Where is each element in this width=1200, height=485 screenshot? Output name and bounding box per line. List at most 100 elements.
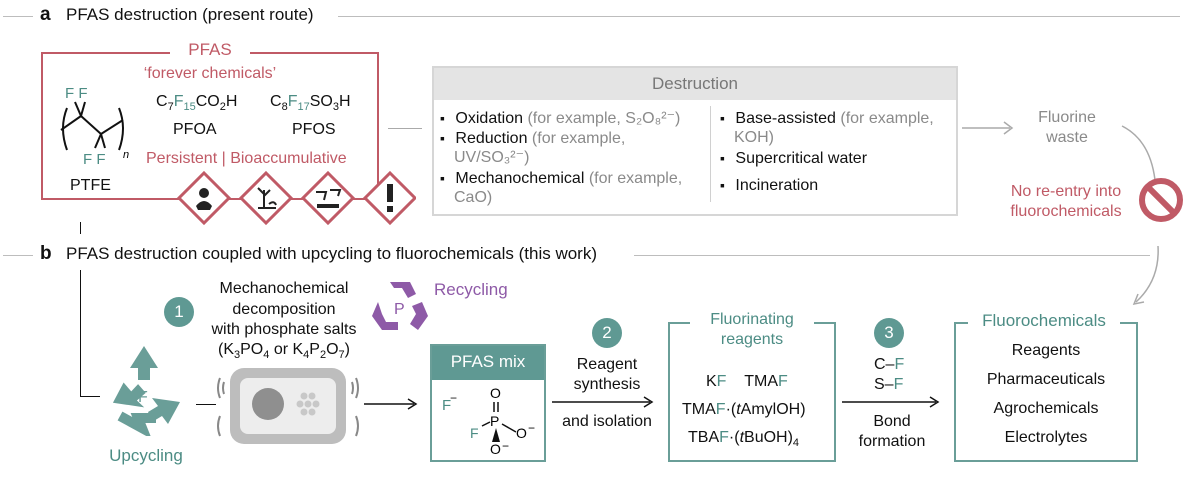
hazard-symbols xyxy=(176,170,416,226)
panel-b-title: PFAS destruction coupled with upcycling … xyxy=(66,244,598,263)
base-label: Base-assisted xyxy=(735,110,836,127)
pfoa-formula: C7F15CO2H xyxy=(156,93,238,114)
panel-a-title: PFAS destruction (present route) xyxy=(66,5,314,24)
supercritical-item: Supercritical water xyxy=(720,148,867,169)
pfas-mix-box xyxy=(430,344,546,462)
mechanochemical-note: (for example, xyxy=(588,170,683,187)
destruction-divider xyxy=(710,106,711,202)
pfas-mix-header-bg xyxy=(432,346,544,380)
connector-b1 xyxy=(196,404,216,405)
mechanochemical-note-2: CaO) xyxy=(454,189,493,206)
bond-sf: S–F xyxy=(874,376,904,393)
oxidation-note: (for example, S₂O₈²⁻) xyxy=(527,110,681,127)
connector-a1 xyxy=(388,128,422,129)
phosphate-structure: F − O P F O − O − xyxy=(442,385,535,456)
upcycle-connector-v xyxy=(80,270,81,396)
step2-line3: and isolation xyxy=(562,413,652,430)
svg-text:F F: F F xyxy=(65,85,88,102)
svg-text:P: P xyxy=(394,301,405,318)
svg-text:n: n xyxy=(123,149,129,161)
svg-text:O: O xyxy=(490,441,501,456)
reagent-tmaf-tamyloh: TMAF·(tAmylOH) xyxy=(682,401,806,418)
mechanochemical-item: Mechanochemical (for example, xyxy=(440,168,682,189)
reduction-note: (for example, xyxy=(531,130,626,147)
incineration-label: Incineration xyxy=(735,177,819,194)
upcycling-icon: F xyxy=(112,346,180,436)
svg-text:−: − xyxy=(450,391,457,405)
svg-text:−: − xyxy=(502,439,509,453)
step-3-badge: 3 xyxy=(874,318,904,348)
pfos-label: PFOS xyxy=(292,121,336,138)
destruction-header-bg xyxy=(434,68,956,100)
base-note: (for example, xyxy=(840,110,934,127)
arrow-reagents-to-fc xyxy=(842,396,940,408)
step1-line3: with phosphate salts xyxy=(211,321,357,338)
ptfe-structure: F F F F n xyxy=(60,85,129,168)
fluorochemicals-title: Fluorochemicals xyxy=(968,311,1120,331)
step-2-badge: 2 xyxy=(592,318,622,348)
svg-text:F: F xyxy=(442,397,451,414)
base-note-2: KOH) xyxy=(734,129,774,146)
bond-cf: C–F xyxy=(874,356,905,373)
reduction-label: Reduction xyxy=(455,130,528,147)
fc-item-agrochemicals: Agrochemicals xyxy=(993,400,1099,417)
reduction-item: Reduction (for example, xyxy=(440,128,625,149)
fc-item-pharmaceuticals: Pharmaceuticals xyxy=(986,371,1106,388)
fluorine-waste-1: Fluorine xyxy=(1038,109,1096,126)
reduction-note-2: UV/SO₃²⁻) xyxy=(454,149,530,166)
prohibited-icon xyxy=(1139,178,1183,222)
oxidation-label: Oxidation xyxy=(455,110,524,127)
arrow-mill-to-mix xyxy=(364,398,418,410)
oxidation-item: Oxidation (for example, S₂O₈²⁻) xyxy=(440,108,680,129)
svg-text:O: O xyxy=(490,385,501,401)
incineration-item: Incineration xyxy=(720,175,818,196)
persistent-bioaccumulative: Persistent | Bioaccumulative xyxy=(146,150,347,167)
panel-a-left-rule xyxy=(3,16,33,17)
pfos-formula: C8F17SO3H xyxy=(270,93,351,114)
step-1-badge: 1 xyxy=(164,297,194,327)
recycling-icon: P xyxy=(372,282,428,330)
supercritical-label: Supercritical water xyxy=(735,150,868,167)
svg-text:F: F xyxy=(138,389,148,406)
recycling-label: Recycling xyxy=(434,280,508,299)
ptfe-label: PTFE xyxy=(70,177,111,194)
ball-mill-icon xyxy=(217,368,359,444)
panel-a-rule xyxy=(338,16,1180,17)
fluorine-waste-2: waste xyxy=(1046,129,1088,146)
upcycling-label: Upcycling xyxy=(109,446,183,465)
panel-b-rule xyxy=(634,255,1150,256)
panel-b-letter: b xyxy=(40,243,52,264)
step2-line2: synthesis xyxy=(573,376,641,393)
arrow-to-waste xyxy=(962,121,1014,135)
fc-item-reagents: Reagents xyxy=(1011,342,1081,359)
svg-text:P: P xyxy=(490,413,499,429)
reagent-kf-tmaf: KF TMAF xyxy=(706,373,788,390)
fc-item-electrolytes: Electrolytes xyxy=(1004,429,1088,446)
pfas-subheading: ‘forever chemicals’ xyxy=(143,65,277,82)
svg-text:F: F xyxy=(470,425,479,441)
step1-line2: decomposition xyxy=(232,301,336,318)
bond-formation-1: Bond xyxy=(873,413,911,430)
mechanochemical-label: Mechanochemical xyxy=(455,170,585,187)
pfas-mix-header: PFAS mix xyxy=(450,352,526,371)
svg-text:F F: F F xyxy=(83,151,106,168)
reagent-tbaf-tbuoh: TBAF·(tBuOH)4 xyxy=(688,429,800,450)
fluorinating-title-2: reagents xyxy=(720,331,784,348)
pfoa-label: PFOA xyxy=(173,121,217,138)
no-reentry-1: No re-entry into xyxy=(1010,183,1122,200)
arrow-mix-to-reagents xyxy=(552,396,654,408)
fluorinating-title-1: Fluorinating xyxy=(690,310,814,330)
base-item: Base-assisted (for example, xyxy=(720,108,934,129)
panel-b-left-rule xyxy=(3,255,33,256)
step2-line1: Reagent xyxy=(576,356,638,373)
svg-text:O: O xyxy=(516,425,527,441)
right-curve-arrow xyxy=(1121,125,1159,306)
no-reentry-2: fluorochemicals xyxy=(1010,203,1122,220)
panel-link-mark xyxy=(80,222,81,234)
bond-formation-2: formation xyxy=(858,433,926,450)
destruction-header: Destruction xyxy=(652,74,738,93)
step1-line4: (K3PO4 or K4P2O7) xyxy=(218,341,350,362)
upcycle-connector-h xyxy=(80,396,100,397)
svg-text:−: − xyxy=(528,421,535,435)
step1-line1: Mechanochemical xyxy=(219,280,349,297)
